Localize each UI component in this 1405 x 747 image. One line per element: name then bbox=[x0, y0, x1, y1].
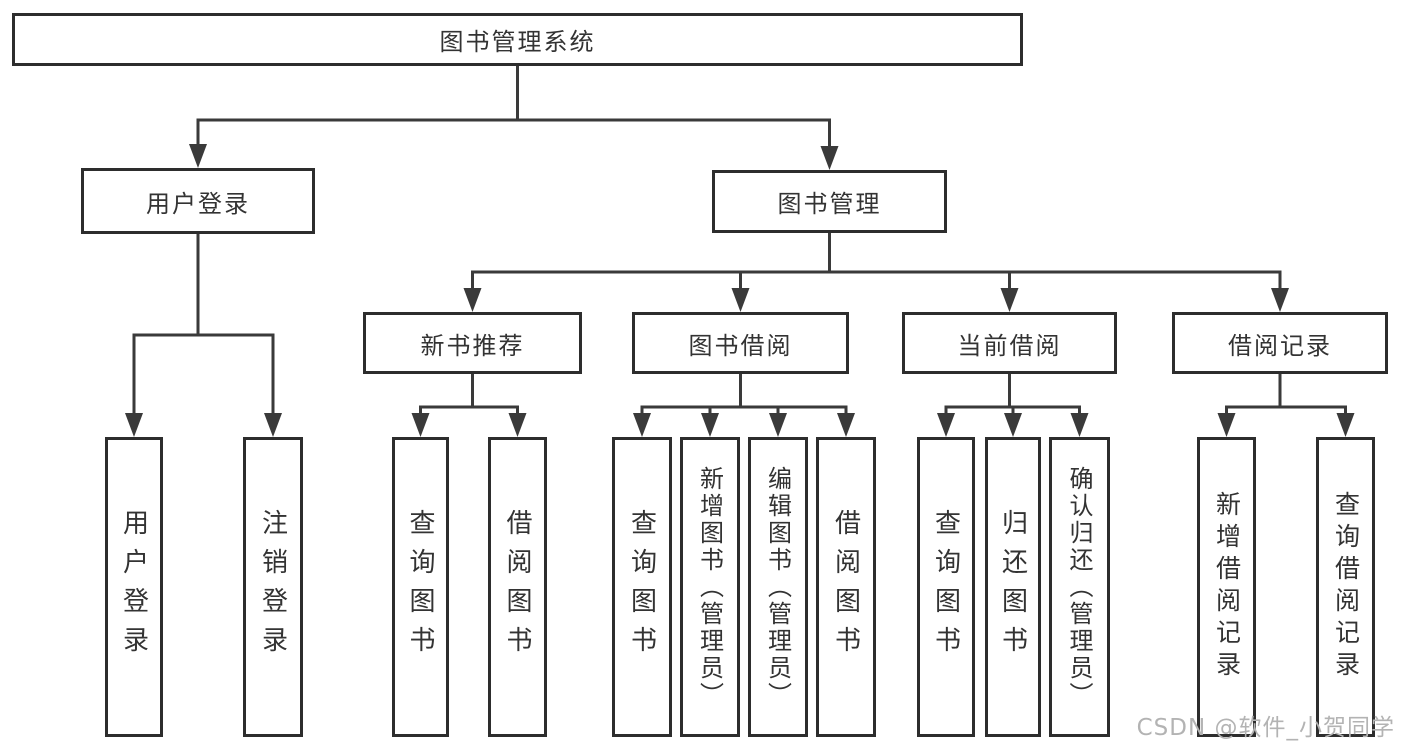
node-label: 图书管理 bbox=[777, 190, 882, 218]
node-book-mgmt: 图书管理 bbox=[712, 170, 947, 233]
node-label: 确认归还（管理员） bbox=[1065, 465, 1093, 709]
node-current-borrow: 当前借阅 bbox=[902, 312, 1117, 374]
node-leaf-nb-borrow: 借阅图书 bbox=[488, 437, 547, 737]
node-label: 新增图书（管理员） bbox=[695, 465, 724, 709]
node-leaf-cur-query: 查询图书 bbox=[917, 437, 975, 737]
arrowhead-icon bbox=[769, 413, 787, 437]
node-leaf-nb-query: 查询图书 bbox=[392, 437, 449, 737]
node-label: 借阅图书 bbox=[502, 509, 532, 665]
arrowhead-icon bbox=[633, 413, 651, 437]
arrowhead-icon bbox=[820, 146, 839, 170]
arrowhead-icon bbox=[1000, 288, 1019, 312]
node-leaf-cur-confirm: 确认归还（管理员） bbox=[1049, 437, 1110, 737]
node-leaf-bw-edit: 编辑图书（管理员） bbox=[748, 437, 808, 737]
arrowhead-icon bbox=[189, 144, 207, 168]
node-borrow-records: 借阅记录 bbox=[1172, 312, 1388, 374]
node-leaf-rec-add: 新增借阅记录 bbox=[1197, 437, 1256, 737]
node-label: 新书推荐 bbox=[420, 331, 525, 360]
arrowhead-icon bbox=[837, 413, 855, 437]
node-leaf-logout: 注销登录 bbox=[243, 437, 303, 737]
node-label: 注销登录 bbox=[257, 509, 288, 665]
node-label: 查询图书 bbox=[930, 509, 961, 665]
node-label: 用户登录 bbox=[118, 509, 149, 665]
arrowhead-icon bbox=[264, 413, 282, 437]
arrowhead-icon bbox=[1336, 413, 1355, 437]
node-label: 用户登录 bbox=[146, 189, 250, 218]
arrowhead-icon bbox=[411, 413, 430, 437]
arrowhead-icon bbox=[1070, 413, 1089, 437]
node-leaf-bw-borrow: 借阅图书 bbox=[816, 437, 876, 737]
arrowhead-icon bbox=[125, 413, 143, 437]
arrowhead-icon bbox=[937, 413, 955, 437]
node-leaf-bw-add: 新增图书（管理员） bbox=[680, 437, 740, 737]
node-book-borrow: 图书借阅 bbox=[632, 312, 849, 374]
csdn-watermark: CSDN @软件_小贺同学 bbox=[1136, 715, 1395, 741]
node-label: 查询借阅记录 bbox=[1331, 491, 1361, 683]
arrowhead-icon bbox=[508, 413, 527, 437]
arrowhead-icon bbox=[1271, 288, 1289, 312]
node-leaf-user-login: 用户登录 bbox=[105, 437, 163, 737]
node-leaf-cur-return: 归还图书 bbox=[985, 437, 1041, 737]
arrowhead-icon bbox=[463, 288, 482, 312]
node-label: 归还图书 bbox=[997, 509, 1028, 665]
node-label: 借阅图书 bbox=[830, 509, 861, 665]
node-label: 查询图书 bbox=[626, 509, 657, 665]
node-user-login: 用户登录 bbox=[81, 168, 315, 234]
arrowhead-icon bbox=[1004, 413, 1022, 437]
node-new-book: 新书推荐 bbox=[363, 312, 582, 374]
node-root: 图书管理系统 bbox=[12, 13, 1023, 66]
node-label: 图书借阅 bbox=[688, 331, 793, 360]
node-label: 编辑图书（管理员） bbox=[763, 465, 792, 709]
node-label: 新增借阅记录 bbox=[1212, 491, 1242, 683]
arrowhead-icon bbox=[701, 413, 719, 437]
node-leaf-bw-query: 查询图书 bbox=[612, 437, 672, 737]
node-leaf-rec-query: 查询借阅记录 bbox=[1316, 437, 1375, 737]
node-label: 借阅记录 bbox=[1228, 331, 1332, 360]
node-label: 图书管理系统 bbox=[439, 28, 596, 56]
arrowhead-icon bbox=[1217, 413, 1236, 437]
node-label: 当前借阅 bbox=[957, 331, 1062, 360]
arrowhead-icon bbox=[731, 288, 750, 312]
node-label: 查询图书 bbox=[405, 509, 435, 665]
